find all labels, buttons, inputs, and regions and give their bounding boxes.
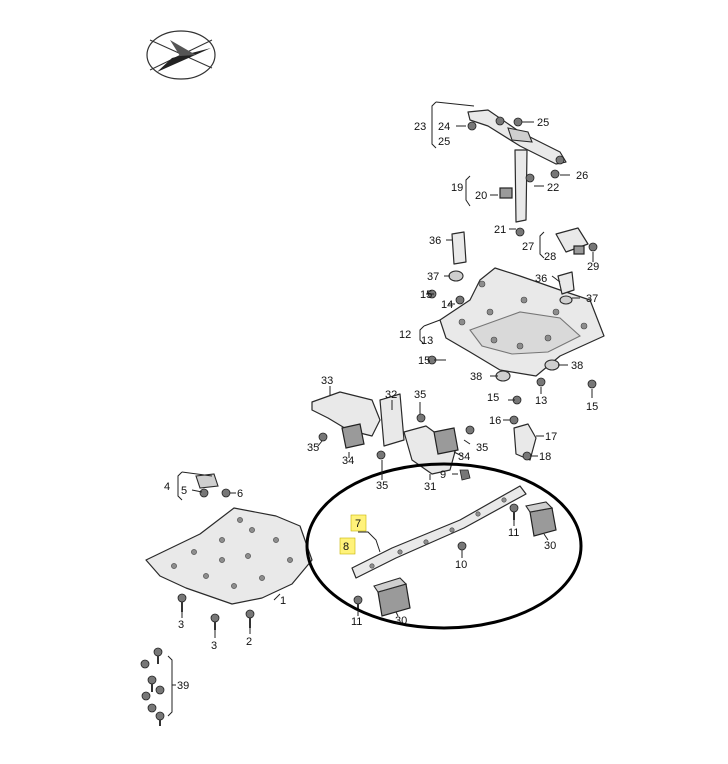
callout-26: 26 — [576, 170, 588, 182]
callout-7: 7 — [355, 518, 361, 530]
callout-35: 35 — [307, 442, 319, 454]
callout-1: 1 — [280, 595, 286, 607]
callout-30: 30 — [395, 615, 407, 627]
callout-19: 19 — [451, 182, 463, 194]
callout-25: 25 — [537, 117, 549, 129]
callout-38: 38 — [571, 360, 583, 372]
callout-15: 15 — [586, 401, 598, 413]
callout-17: 17 — [545, 431, 557, 443]
callout-38: 38 — [470, 371, 482, 383]
callout-31: 31 — [424, 481, 436, 493]
callout-18: 18 — [539, 451, 551, 463]
callout-39: 39 — [177, 680, 189, 692]
fasteners-lower-left — [177, 473, 255, 630]
compass-arrow-icon — [146, 30, 216, 80]
callout-13: 13 — [421, 335, 433, 347]
callout-9: 9 — [440, 469, 446, 481]
callout-13: 13 — [535, 395, 547, 407]
callout-15: 15 — [418, 355, 430, 367]
callout-37: 37 — [427, 271, 439, 283]
callout-15: 15 — [487, 392, 499, 404]
left-underbody-panel — [145, 507, 313, 605]
callout-16: 16 — [489, 415, 501, 427]
callout-24: 24 — [438, 121, 450, 133]
callout-35: 35 — [476, 442, 488, 454]
callout-4: 4 — [164, 481, 170, 493]
callout-14: 14 — [441, 299, 453, 311]
callout-8: 8 — [343, 541, 349, 553]
callout-23: 23 — [414, 121, 426, 133]
highlight-8 — [339, 537, 356, 555]
callout-2: 2 — [246, 636, 252, 648]
fasteners-9-11 — [353, 469, 519, 610]
bracket-27 — [555, 227, 598, 255]
callout-32: 32 — [385, 389, 397, 401]
highlight-ellipse — [305, 462, 583, 630]
leader-lines — [167, 101, 594, 717]
center-brackets — [311, 391, 475, 475]
callout-labels: 23 24 25 25 26 22 19 20 21 36 27 28 29 3… — [164, 117, 599, 692]
callout-35: 35 — [376, 480, 388, 492]
vertical-bracket — [499, 149, 528, 237]
callout-22: 22 — [547, 182, 559, 194]
block-30-lower — [373, 577, 411, 617]
callout-35: 35 — [414, 389, 426, 401]
callout-6: 6 — [237, 488, 243, 500]
callout-36: 36 — [535, 273, 547, 285]
callout-37: 37 — [586, 293, 598, 305]
long-rail-part — [351, 485, 527, 579]
upper-crossmember — [467, 109, 567, 165]
callout-36: 36 — [429, 235, 441, 247]
callout-3: 3 — [178, 619, 184, 631]
callout-28: 28 — [544, 251, 556, 263]
callout-34: 34 — [342, 455, 354, 467]
fastener-36-37 — [448, 231, 575, 305]
callout-34: 34 — [458, 451, 470, 463]
block-30-upper — [525, 501, 557, 537]
rear-underbody-panel — [439, 267, 605, 377]
callout-25: 25 — [438, 136, 450, 148]
callout-29: 29 — [587, 261, 599, 273]
highlight-7 — [350, 514, 367, 532]
callout-5: 5 — [181, 485, 187, 497]
callout-10: 10 — [455, 559, 467, 571]
callout-3: 3 — [211, 640, 217, 652]
callout-21: 21 — [494, 224, 506, 236]
callout-11: 11 — [508, 527, 519, 539]
bolt-set-39 — [140, 647, 165, 726]
callout-12: 12 — [399, 329, 411, 341]
callout-27: 27 — [522, 241, 534, 253]
bracket-17 — [513, 423, 537, 461]
callout-11: 11 — [351, 616, 362, 628]
callout-20: 20 — [475, 190, 487, 202]
callout-15: 15 — [420, 289, 432, 301]
callout-30: 30 — [544, 540, 556, 552]
callout-33: 33 — [321, 375, 333, 387]
